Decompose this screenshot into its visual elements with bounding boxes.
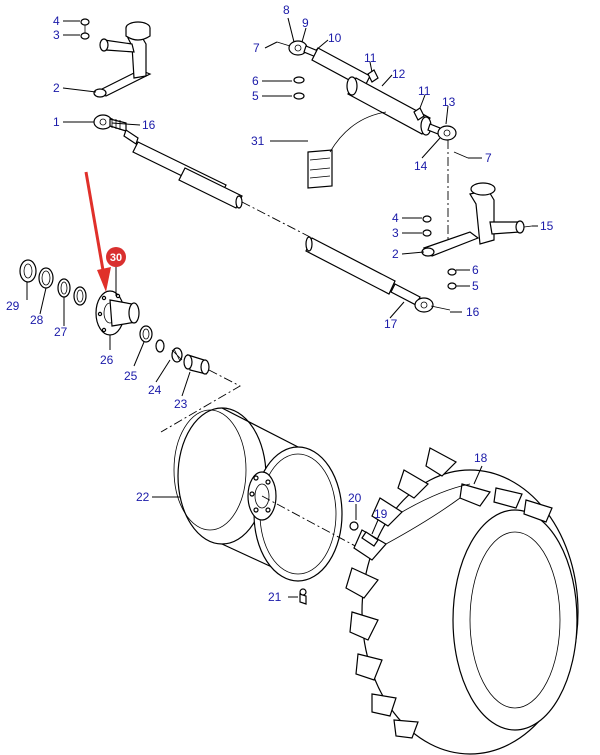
callout-29: 29 [6, 299, 20, 313]
callout-6: 6 [252, 74, 259, 88]
callout-25: 25 [124, 369, 138, 383]
tie-rod-end-left [93, 114, 127, 132]
callout-16b: 16 [466, 305, 480, 319]
tyre [345, 447, 579, 755]
callout-7: 7 [253, 41, 260, 55]
callout-4b: 4 [392, 211, 399, 225]
callout-6b: 6 [472, 263, 479, 277]
callout-26: 26 [100, 353, 114, 367]
wheel-nut [349, 521, 359, 531]
callout-2b: 2 [392, 247, 399, 261]
callout-24: 24 [148, 383, 162, 397]
sealant-tube [307, 111, 387, 189]
callout-5: 5 [252, 89, 259, 103]
wheel-rim [173, 407, 343, 582]
wheel-stud [361, 531, 379, 547]
hub-assembly [19, 259, 210, 375]
callout-30: 30 [110, 252, 122, 264]
callout-14: 14 [414, 159, 428, 173]
callout-20: 20 [348, 491, 362, 505]
leader-lines [26, 17, 538, 598]
callout-27: 27 [54, 325, 68, 339]
callout-22: 22 [136, 490, 150, 504]
callout-28: 28 [30, 313, 44, 327]
highlighted-part-badge: 30 [106, 247, 126, 267]
callout-17: 17 [384, 317, 398, 331]
tie-rod [123, 129, 421, 306]
callout-3b: 3 [392, 226, 399, 240]
callout-5b: 5 [472, 279, 479, 293]
callout-23: 23 [174, 397, 188, 411]
callout-31: 31 [251, 134, 265, 148]
highlight-arrow [84, 171, 111, 292]
callout-4: 4 [53, 14, 60, 28]
callout-11b: 11 [418, 84, 431, 98]
callout-19: 19 [374, 507, 388, 521]
steering-cylinder [276, 40, 469, 159]
callout-15: 15 [540, 219, 554, 233]
callout-9: 9 [302, 16, 309, 30]
tie-rod-end-right [414, 297, 451, 313]
callout-21: 21 [268, 590, 282, 604]
steering-arm-left [80, 18, 152, 98]
steering-arm-right [421, 182, 533, 290]
callout-7b: 7 [485, 151, 492, 165]
callout-3: 3 [53, 28, 60, 42]
callout-16: 16 [142, 118, 156, 132]
callout-12: 12 [392, 67, 406, 81]
callout-8: 8 [283, 3, 290, 17]
callout-18: 18 [474, 451, 488, 465]
callout-1: 1 [53, 115, 60, 129]
callout-2: 2 [53, 81, 60, 95]
callout-13: 13 [442, 95, 456, 109]
callout-10: 10 [328, 31, 342, 45]
valve [299, 588, 307, 605]
callout-11: 11 [364, 51, 377, 65]
